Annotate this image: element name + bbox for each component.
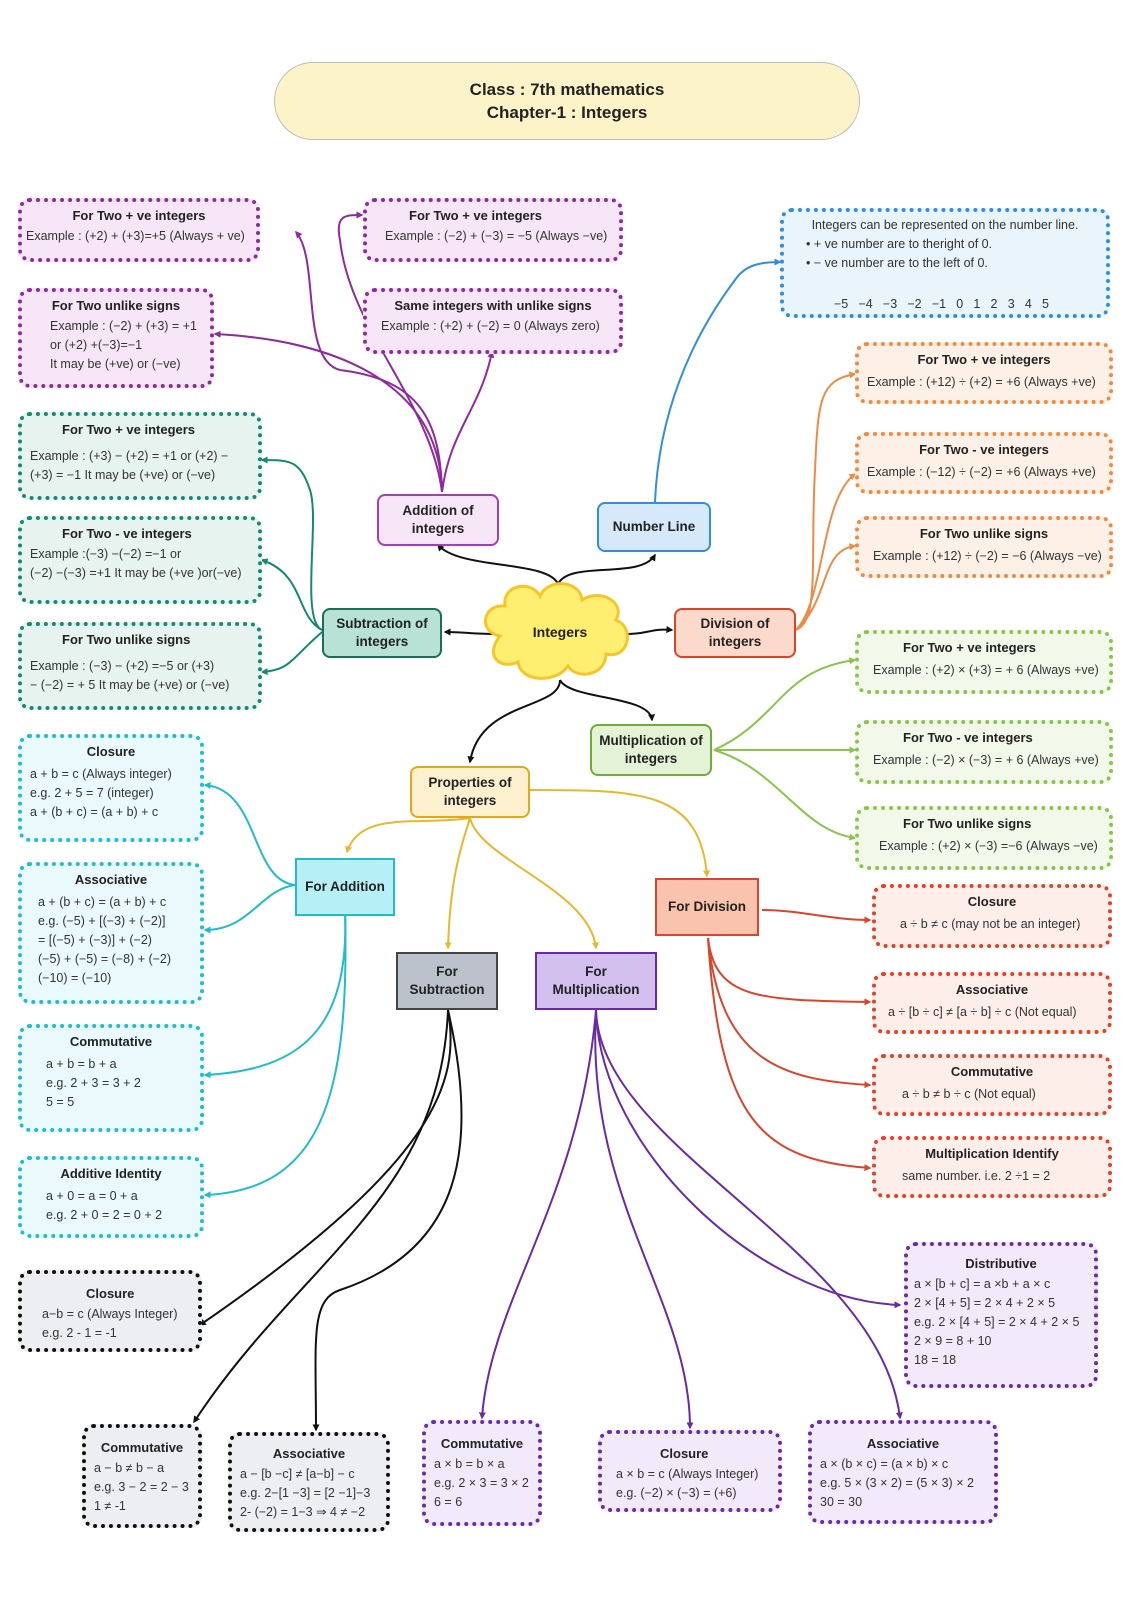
prop-multiplication-associative: Associative a × (b × c) = (a × b) × c e.… [808,1420,998,1524]
prop-addition-associative: Associative a + (b + c) = (a + b) + c e.… [18,862,204,1004]
prop-multiplication-distributive: Distributive a × [b + c] = a ×b + a × c … [904,1242,1098,1388]
node-number-line: Number Line [597,502,711,552]
node-for-addition: For Addition [295,858,395,916]
number-line-label: −3 [882,297,898,311]
number-line-label: 0 [956,297,964,311]
number-line-label: −1 [931,297,947,311]
number-line-label: 1 [973,297,981,311]
number-line-box: Integers can be represented on the numbe… [780,208,1110,318]
subtraction-box-two-positive: For Two + ve integers Example : (+3) − (… [18,412,262,500]
title-class: Class : 7th mathematics [469,80,665,99]
division-box-two-positive: For Two + ve integers Example : (+12) ÷ … [855,342,1113,404]
multiplication-box-two-negative: For Two - ve integers Example : (−2) × (… [855,720,1113,784]
prop-division-identity: Multiplication Identify same number. i.e… [872,1136,1112,1198]
number-line-label: 4 [1024,297,1032,311]
subtraction-box-two-negative: For Two - ve integers Example :(−3) −(−2… [18,516,262,604]
title-chapter: Chapter-1 : Integers [486,103,648,122]
node-multiplication: Multiplication of integers [590,724,712,776]
number-line-label: −5 [834,297,849,311]
node-for-subtraction: For Subtraction [396,952,498,1010]
prop-addition-identity: Additive Identity a + 0 = a = 0 + a e.g.… [18,1156,204,1238]
prop-subtraction-closure: Closure a−b = c (Always Integer) e.g. 2 … [18,1270,202,1352]
addition-box-same-unlike: Same integers with unlike signs Example … [363,288,623,354]
division-box-two-negative: For Two - ve integers Example : (−12) ÷ … [855,432,1113,494]
prop-subtraction-associative: Associative a − [b −c] ≠ [a−b] − c e.g. … [228,1432,390,1532]
prop-multiplication-commutative: Commutative a × b = b × a e.g. 2 × 3 = 3… [422,1420,542,1526]
number-line-label: 2 [990,297,998,311]
prop-division-associative: Associative a ÷ [b ÷ c] ≠ [a ÷ b] ÷ c (N… [872,972,1112,1034]
number-line-label: 3 [1007,297,1015,311]
subtraction-box-unlike-signs: For Two unlike signs Example : (−3) − (+… [18,622,262,710]
prop-addition-closure: Closure a + b = c (Always integer) e.g. … [18,734,204,842]
node-for-multiplication: For Multiplication [535,952,657,1010]
title-banner: Class : 7th mathematics Chapter-1 : Inte… [274,62,860,140]
multiplication-box-unlike-signs: For Two unlike signs Example : (+2) × (−… [855,806,1113,870]
node-addition: Addition of integers [377,494,499,546]
prop-multiplication-closure: Closure a × b = c (Always Integer) e.g. … [598,1430,782,1512]
prop-addition-commutative: Commutative a + b = b + a e.g. 2 + 3 = 3… [18,1024,204,1132]
node-subtraction: Subtraction of integers [322,608,442,658]
node-division: Division of integers [674,608,796,658]
addition-box-two-positive: For Two + ve integers Example : (+2) + (… [18,198,260,262]
center-integers: Integers [532,624,588,640]
node-for-division: For Division [655,878,759,936]
addition-box-two-negative: For Two + ve integers Example : (−2) + (… [363,198,623,262]
division-box-unlike-signs: For Two unlike signs Example : (+12) ÷ (… [855,516,1113,578]
number-line-label: −2 [907,297,922,311]
addition-box-unlike-signs: For Two unlike signs Example : (−2) + (+… [18,288,214,388]
prop-subtraction-commutative: Commutative a − b ≠ b − a e.g. 3 − 2 = 2… [82,1424,202,1528]
multiplication-box-two-positive: For Two + ve integers Example : (+2) × (… [855,630,1113,694]
prop-division-commutative: Commutative a ÷ b ≠ b ÷ c (Not equal) [872,1054,1112,1116]
number-line-label: −4 [858,297,873,311]
prop-division-closure: Closure a ÷ b ≠ c (may not be an integer… [872,884,1112,948]
node-properties: Properties of integers [410,766,530,818]
number-line-label: 5 [1041,297,1049,311]
